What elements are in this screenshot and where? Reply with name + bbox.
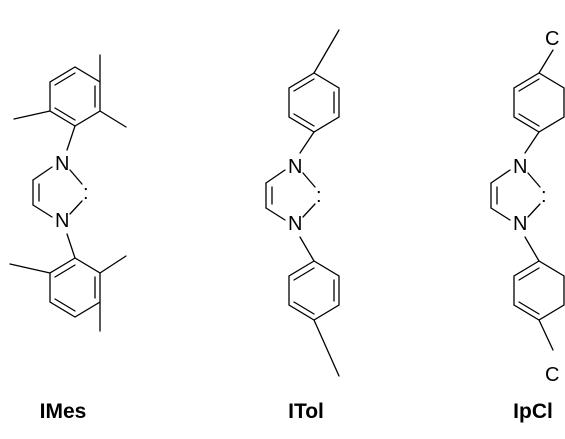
imes-carbene-lone-pair: :	[83, 182, 89, 204]
itol-nitrogen-bottom: N	[288, 213, 302, 235]
ipcl-imidazole-ring: N N :	[490, 156, 547, 235]
itol-label: ITol	[288, 400, 324, 423]
ipcl-structure: C N N : C IpCl	[490, 28, 565, 423]
ipcl-nitrogen-top: N	[513, 156, 527, 178]
itol-carbene-lone-pair: :	[316, 185, 322, 207]
imes-nitrogen-bottom: N	[55, 210, 69, 232]
imes-nitrogen-top: N	[55, 153, 69, 175]
imes-structure: N N : IMes	[9, 54, 127, 423]
imes-lower-mesityl-ring	[9, 233, 127, 332]
imes-imidazole-ring: N N :	[32, 153, 89, 232]
imes-upper-mesityl-ring	[13, 54, 127, 151]
ipcl-nitrogen-bottom: N	[513, 213, 527, 235]
imes-label: IMes	[40, 400, 87, 423]
ipcl-chlorine-top: C	[545, 28, 559, 50]
itol-imidazole-ring: N N :	[265, 156, 322, 235]
ipcl-carbene-lone-pair: :	[541, 185, 547, 207]
ipcl-upper-chlorophenyl-ring: C	[513, 28, 565, 154]
itol-upper-tolyl-ring	[288, 29, 340, 154]
itol-structure: N N : ITol	[265, 29, 340, 423]
itol-nitrogen-top: N	[288, 156, 302, 178]
ipcl-chlorine-bottom: C	[545, 364, 559, 386]
itol-lower-tolyl-ring	[288, 236, 340, 377]
ipcl-lower-chlorophenyl-ring: C	[513, 236, 565, 386]
ipcl-label: IpCl	[513, 400, 553, 423]
